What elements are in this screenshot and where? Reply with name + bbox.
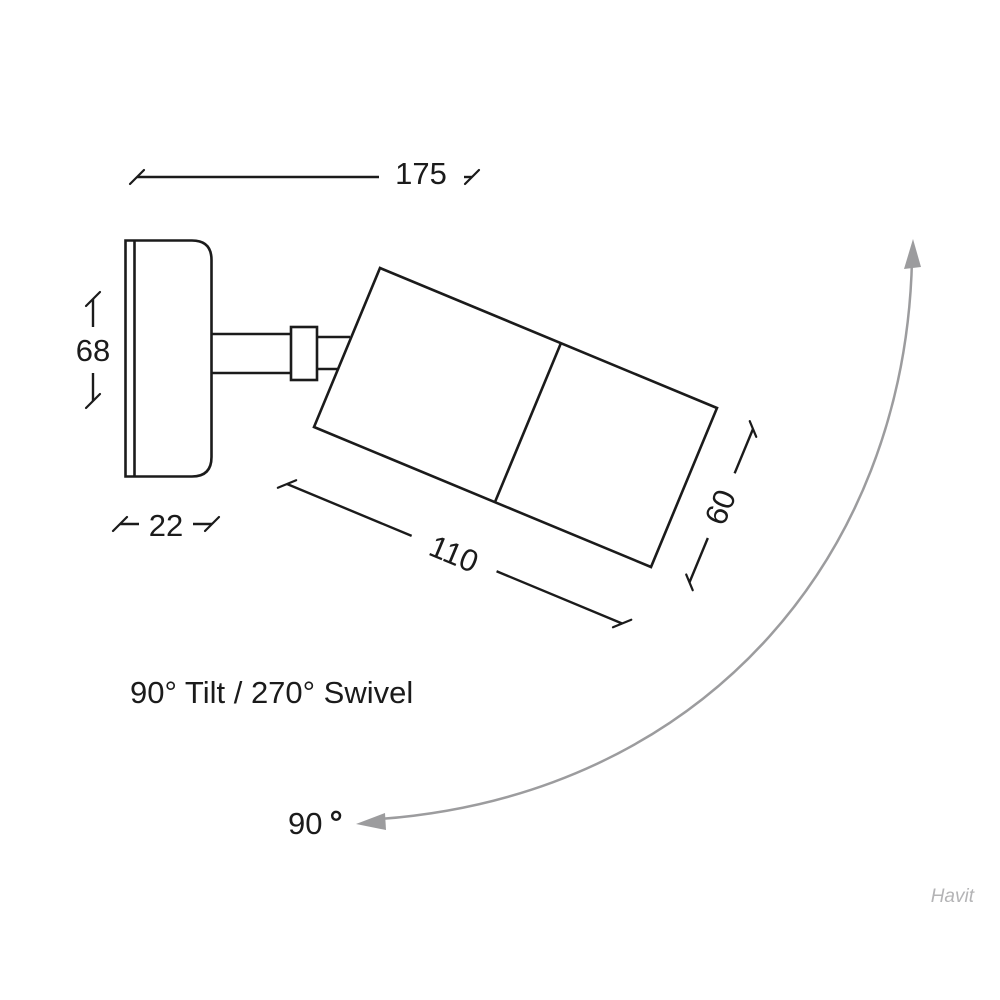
dim-base-depth: 22 xyxy=(111,508,221,543)
dim-tick-icon xyxy=(84,290,102,308)
dim-head-diameter-label: 60 xyxy=(698,485,744,530)
tilt-swivel-note: 90° Tilt / 270° Swivel xyxy=(130,675,413,710)
dim-tick-icon xyxy=(611,618,633,629)
dim-base-height: 68 xyxy=(76,290,110,410)
dim-tick-icon xyxy=(276,479,298,489)
dim-head-diameter-line-bottom xyxy=(688,537,709,583)
dim-head-length-label: 110 xyxy=(424,528,483,579)
swivel-angle-label: 90° xyxy=(288,804,343,841)
mounting-arm xyxy=(212,325,350,382)
dim-head-length-line-right xyxy=(496,570,623,625)
arrow-up-icon xyxy=(904,239,921,269)
swivel-collar xyxy=(289,325,319,382)
dim-tick-icon xyxy=(463,168,481,186)
dim-overall-width-label: 175 xyxy=(395,156,447,191)
dim-base-height-label: 68 xyxy=(76,333,110,368)
dim-tick-icon xyxy=(111,515,129,533)
lamp-head-divider-line xyxy=(493,342,563,503)
dim-base-depth-label: 22 xyxy=(149,508,183,543)
arrow-left-icon xyxy=(356,813,386,830)
swivel-angle-degree-symbol: ° xyxy=(329,804,342,841)
dim-tick-icon xyxy=(84,392,102,410)
wall-plate-outline xyxy=(124,239,213,478)
dim-tick-icon xyxy=(203,515,221,533)
swivel-angle-value: 90 xyxy=(288,806,322,841)
wall-plate xyxy=(124,239,213,478)
swivel-arc-arrow xyxy=(356,239,921,830)
swivel-arc-path xyxy=(379,259,914,821)
dim-head-diameter-label-group: 60 xyxy=(698,485,744,530)
lamp-head-outline xyxy=(312,266,719,569)
brand-watermark: Havit xyxy=(931,886,975,907)
dim-head-length-line-left xyxy=(286,482,413,537)
dim-tick-icon xyxy=(685,573,694,592)
lamp-head xyxy=(312,266,719,569)
dim-tick-icon xyxy=(128,168,146,186)
dim-tick-icon xyxy=(748,420,758,438)
dim-overall-width: 175 xyxy=(128,156,481,191)
dim-head-diameter-line-top xyxy=(733,428,755,474)
dim-head-diameter xyxy=(685,420,758,592)
